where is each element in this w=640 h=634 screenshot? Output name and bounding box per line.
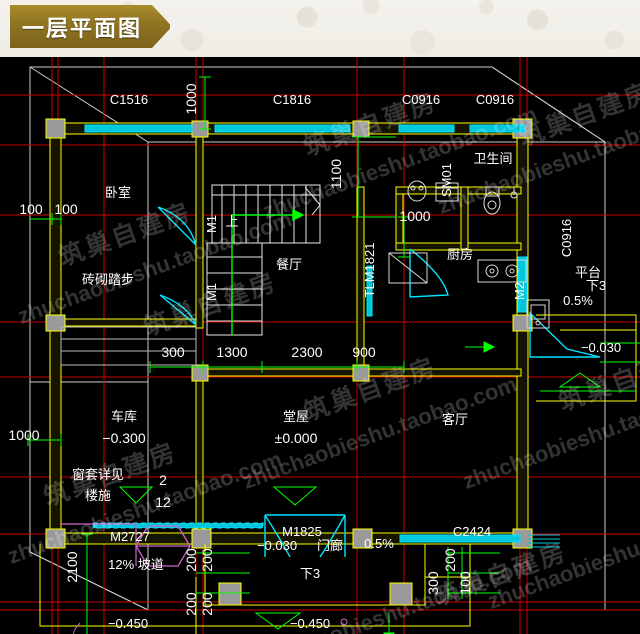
stair-direction-path <box>231 208 305 335</box>
window-tag: C1816 <box>273 92 311 107</box>
detail-bubble-top: 2 <box>159 472 167 488</box>
annotation-text: −0.450 <box>290 616 330 631</box>
door-swings <box>157 206 601 558</box>
door-tag: SM01 <box>439 163 454 197</box>
door-tag: M2727 <box>110 529 150 544</box>
annotation-text: −0.030 <box>581 340 621 355</box>
detail-bubble-bottom: 12 <box>155 494 171 510</box>
room-label-厨房: 厨房 <box>447 247 473 262</box>
room-elevation: ±0.000 <box>275 430 318 446</box>
dimension-lines <box>27 76 640 634</box>
dimension-value: 2100 <box>64 551 80 582</box>
window-tag: C0916 <box>402 92 440 107</box>
annotation-text: 0.5% <box>563 293 593 308</box>
annotation-text: 楼施 <box>85 488 111 503</box>
dimension-value: 1000 <box>8 427 39 443</box>
dimension-value: 2300 <box>291 344 322 360</box>
annotation-text: 门廊 <box>317 538 343 553</box>
annotation-text: 下3 <box>300 566 320 581</box>
room-label-堂屋: 堂屋 <box>283 409 309 424</box>
dimension-value: 200 <box>199 548 215 572</box>
window-tag: C2424 <box>453 524 491 539</box>
annotation-text: −0.450 <box>108 616 148 631</box>
dimension-value: 1000 <box>183 83 199 114</box>
annotation-text: 0.5% <box>364 536 394 551</box>
room-label-平台: 平台 <box>575 265 601 280</box>
detail-reference-bubble <box>60 523 191 567</box>
dimension-value: 100 <box>54 201 78 217</box>
page-title: 一层平面图 <box>22 15 143 41</box>
kitchen-fixtures <box>388 252 550 329</box>
dimension-value: 1100 <box>328 159 344 189</box>
room-elevation: −0.300 <box>102 430 145 446</box>
page-header: 一层平面图 <box>0 0 640 57</box>
door-tag: M1 <box>204 215 219 233</box>
annotation-text: 上 <box>225 214 238 229</box>
dimension-value: 200 <box>199 592 215 616</box>
room-label-卫生间: 卫生间 <box>473 151 512 166</box>
dimension-value: 200 <box>183 592 199 616</box>
staircase <box>206 184 321 336</box>
door-tag: TLM1821 <box>362 243 377 298</box>
dimension-value: 900 <box>352 344 376 360</box>
dimension-value: 300 <box>425 571 441 595</box>
dimension-value: 200 <box>442 548 458 572</box>
annotation-text: 窗套详见 <box>72 467 124 482</box>
room-label-卧室: 卧室 <box>105 185 131 200</box>
window-tag: C0916 <box>476 92 514 107</box>
dimension-value: 100 <box>457 571 473 595</box>
porch-outlines <box>39 314 637 634</box>
dimension-value: 300 <box>161 344 185 360</box>
annotation-text: 砖砌踏步 <box>82 272 134 287</box>
window-tag: C0916 <box>559 219 574 257</box>
bathroom-fixtures <box>407 180 518 215</box>
terrace-hatch <box>528 534 560 548</box>
room-label-客厅: 客厅 <box>442 412 468 427</box>
floor-plan-svg: 卧室餐厅厨房卫生间平台车库−0.300堂屋±0.000客厅C1516C1816C… <box>0 57 640 634</box>
room-label-餐厅: 餐厅 <box>276 257 302 272</box>
room-label-车库: 车库 <box>111 409 137 424</box>
annotation-text: −0.030 <box>257 538 297 553</box>
annotation-text: 下3 <box>586 278 606 293</box>
door-tag: M1 <box>204 283 219 301</box>
dimension-value: 1300 <box>216 344 247 360</box>
window-tag: C1516 <box>110 92 148 107</box>
title-banner: 一层平面图 <box>10 5 170 48</box>
brick-steps <box>60 326 197 366</box>
door-tag: M2 <box>512 282 527 300</box>
dimension-value: 1000 <box>399 208 430 224</box>
door-tag: M1825 <box>282 524 322 539</box>
dimension-value: 100 <box>19 201 43 217</box>
dimension-value: 200 <box>183 548 199 572</box>
annotation-text: 12% 坡道 <box>108 557 164 572</box>
